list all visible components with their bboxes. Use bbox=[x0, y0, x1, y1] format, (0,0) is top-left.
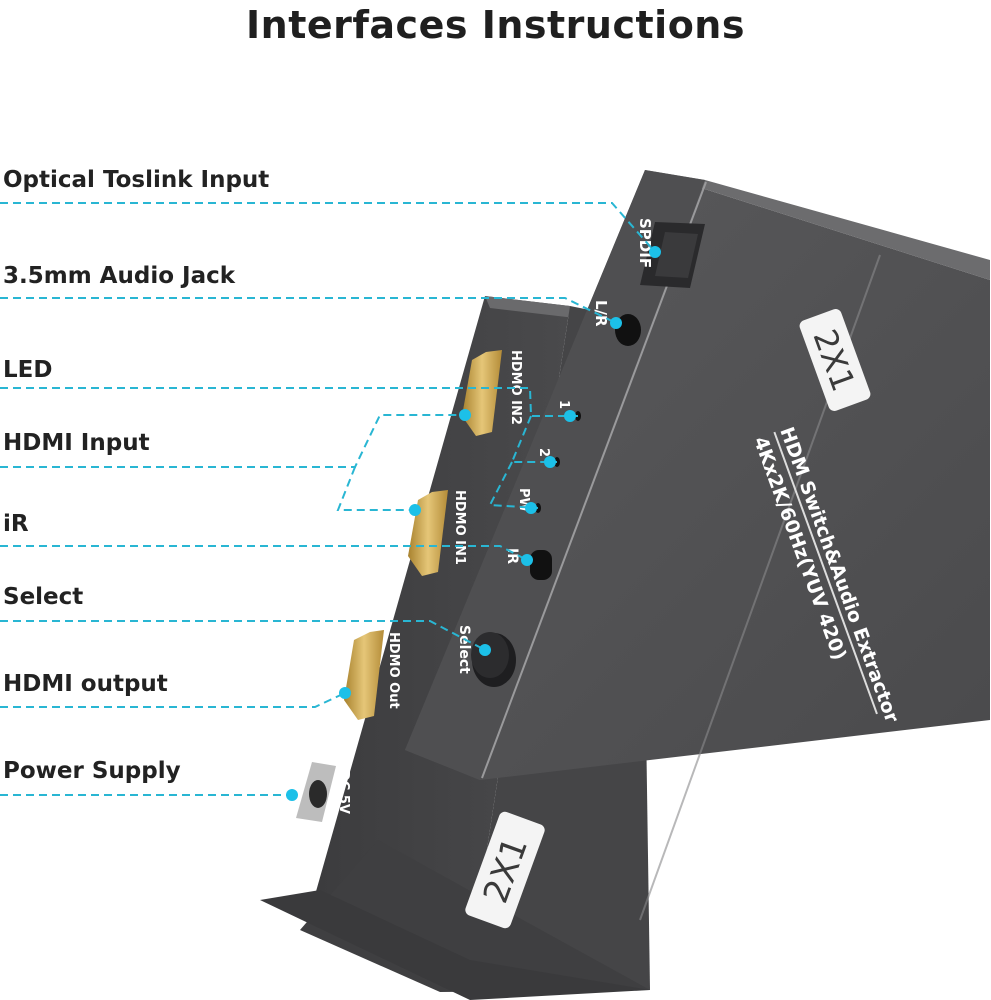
hdmi-out-marking: HDMO Out bbox=[386, 632, 401, 709]
leader-audio-jack bbox=[0, 297, 617, 324]
label-audio-jack: 3.5mm Audio Jack bbox=[3, 263, 236, 289]
dot-led-1 bbox=[564, 410, 576, 422]
select-marking: Select bbox=[456, 625, 472, 674]
leader-led bbox=[0, 387, 578, 417]
page-title: Interfaces Instructions bbox=[246, 3, 745, 47]
label-power-supply: Power Supply bbox=[3, 758, 181, 784]
spdif-marking: SPDIF bbox=[636, 218, 654, 268]
hdmi-out-port: HDMO Out bbox=[344, 630, 401, 720]
callout-leaders bbox=[0, 202, 661, 801]
leader-hdmi-in2 bbox=[0, 414, 465, 468]
led-1-marking: 1 bbox=[556, 400, 571, 409]
label-ir: iR bbox=[3, 511, 29, 537]
dc-marking: DC 5V bbox=[336, 770, 351, 814]
ir-marking: IR bbox=[504, 548, 520, 564]
label-hdmi-input: HDMI Input bbox=[3, 430, 150, 456]
audio-jack-port: L/R bbox=[592, 300, 641, 346]
dot-audio-jack bbox=[610, 317, 622, 329]
dot-ir bbox=[521, 554, 533, 566]
hdmi-in2-port: HDMO IN2 bbox=[462, 350, 523, 436]
dot-led-2 bbox=[544, 456, 556, 468]
leader-hdmi-output bbox=[0, 692, 346, 708]
spdif-port: SPDIF bbox=[636, 218, 705, 288]
hdmi-in1-port: HDMO IN1 bbox=[408, 490, 467, 576]
leader-ir bbox=[0, 545, 528, 561]
dot-hdmi-in1 bbox=[409, 504, 421, 516]
label-led: LED bbox=[3, 357, 53, 383]
dot-hdmi-output bbox=[339, 687, 351, 699]
label-optical-toslink-input: Optical Toslink Input bbox=[3, 167, 270, 193]
dot-hdmi-in2 bbox=[459, 409, 471, 421]
ir-receiver: IR bbox=[504, 548, 552, 580]
dot-power bbox=[286, 789, 298, 801]
leader-led-pw bbox=[488, 461, 539, 509]
hdmi-in1-marking: HDMO IN1 bbox=[452, 490, 467, 565]
label-hdmi-output: HDMI output bbox=[3, 671, 168, 697]
leader-led-2 bbox=[510, 415, 557, 463]
dot-select bbox=[479, 644, 491, 656]
audio-jack-marking: L/R bbox=[592, 300, 610, 327]
led-2-marking: 2 bbox=[536, 448, 551, 457]
leader-hdmi-in1 bbox=[336, 466, 415, 511]
leader-optical bbox=[0, 202, 656, 253]
dot-led-pw bbox=[525, 502, 537, 514]
dc-power-port: DC 5V bbox=[296, 762, 351, 822]
label-select: Select bbox=[3, 584, 84, 610]
dot-optical bbox=[649, 246, 661, 258]
hdmi-in2-marking: HDMO IN2 bbox=[508, 350, 523, 425]
leader-select bbox=[0, 620, 486, 651]
